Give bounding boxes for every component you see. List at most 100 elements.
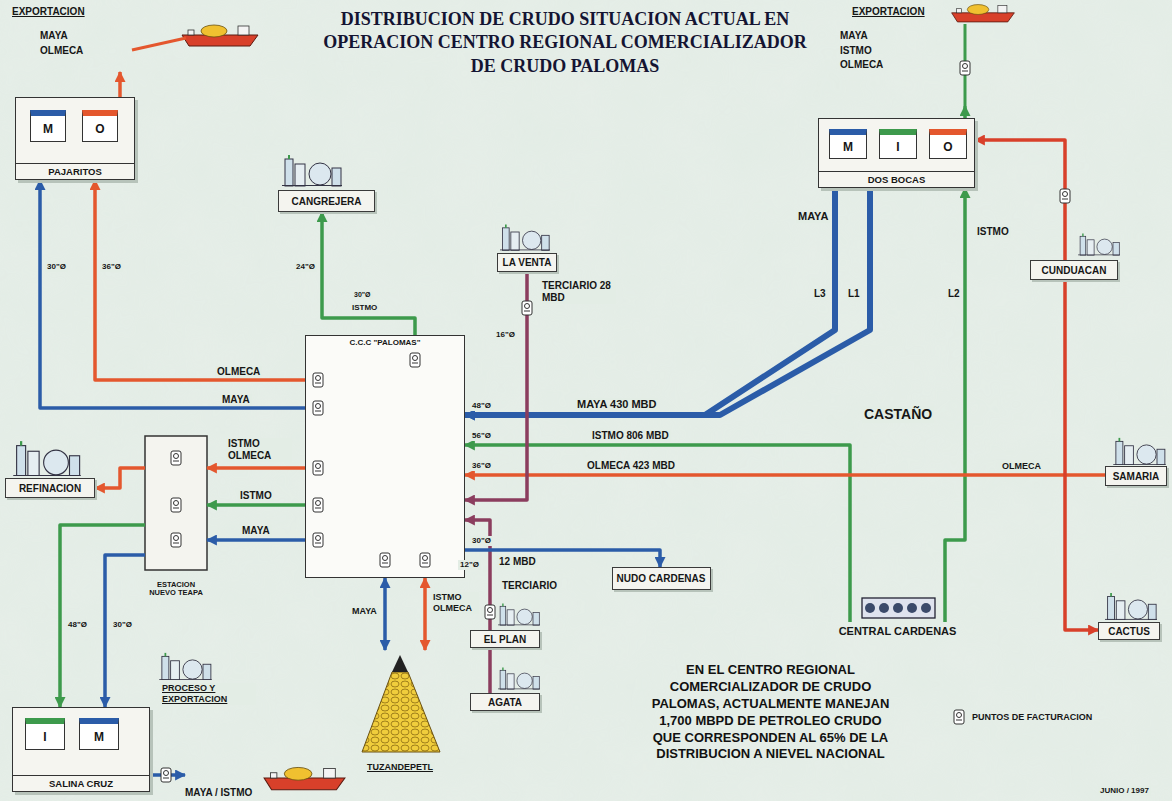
- billing-meter: [954, 710, 964, 724]
- refinery-icon: [159, 653, 212, 680]
- terminal-box: DOS BOCAS M IO: [818, 118, 975, 188]
- annotation-label: 30"Ø: [45, 262, 68, 272]
- node-text: EXPORTACION: [812, 6, 972, 17]
- billing-meter: [313, 533, 323, 547]
- ship-icon: [264, 767, 345, 789]
- refinery-icon: [1113, 438, 1166, 465]
- refinery-icon: [282, 155, 342, 186]
- facility-box: LA VENTA: [497, 253, 557, 272]
- annotation-label: 56"Ø: [470, 431, 493, 441]
- node-text: I: [43, 730, 46, 744]
- billing-meter: [161, 768, 171, 782]
- node-text: MAYA ISTMO OLMECA: [840, 29, 892, 73]
- annotation-label: 16"Ø: [494, 330, 517, 340]
- node-text: M: [43, 122, 53, 136]
- node-text: EXPORTACION: [12, 6, 132, 17]
- pipeline-connector: [465, 445, 850, 622]
- legend-text: PUNTOS DE FACTURACION: [972, 712, 1092, 722]
- node-text: M: [843, 140, 853, 154]
- pipeline-connector: [60, 525, 145, 707]
- storage-tank: I: [879, 129, 917, 159]
- facility-box: CENTRAL CARDENAS: [830, 622, 965, 640]
- node-text: DOS BOCAS: [819, 171, 974, 187]
- billing-meter: [171, 498, 181, 512]
- flow-label: MAYA: [350, 606, 379, 617]
- flow-label: ISTMO: [238, 490, 274, 502]
- annotation-label: TERCIARIO: [500, 580, 559, 592]
- billing-meter: [313, 461, 323, 475]
- flow-label: OLMECA 423 MBD: [585, 460, 677, 472]
- pipeline-connector: [322, 212, 415, 335]
- node-text: CACTUS: [1108, 626, 1150, 637]
- storage-tank: I: [25, 718, 65, 750]
- annotation-label: 36"Ø: [100, 262, 123, 272]
- pipeline-connector: [1065, 280, 1098, 630]
- pipeline-connector: [95, 468, 145, 488]
- legend-meter-sample: [952, 708, 966, 726]
- pipeline-connector: [105, 555, 145, 707]
- facility-box: ESTACION NUEVO TEAPA: [145, 436, 207, 598]
- facility-box: NUDO CARDENAS: [612, 567, 711, 590]
- node-text: ESTACION NUEVO TEAPA: [145, 581, 207, 598]
- decoration: [862, 598, 935, 618]
- flow-label: TERCIARIO 28 MBD: [540, 280, 616, 304]
- decoration: [865, 603, 875, 613]
- terminal-box: PAJARITOSMO: [15, 97, 135, 180]
- flow-label: ISTMO 806 MBD: [590, 430, 671, 442]
- ship-icon: [952, 5, 1015, 22]
- node-text: MAYA OLMECA: [40, 29, 92, 58]
- pipeline-connector: [383, 578, 387, 650]
- refinery-icon: [500, 225, 550, 251]
- annotation-label: 24"Ø: [294, 262, 317, 272]
- billing-meter: [313, 373, 323, 387]
- ship-icon: [182, 25, 258, 46]
- node-text: SAMARIA: [1113, 471, 1160, 482]
- billing-meter: [485, 605, 495, 619]
- facility-box: MAYA / ISTMO: [185, 758, 265, 798]
- storage-tank: M: [829, 129, 867, 159]
- node-text: O: [95, 122, 104, 136]
- billing-meter: [313, 498, 323, 512]
- tuzandepetl-dome: [362, 655, 440, 752]
- pipeline-connector: [465, 272, 527, 500]
- annotation-label: PROCESO Y EXPORTACION: [160, 683, 256, 705]
- flow-label: ISTMO OLMECA: [226, 438, 292, 462]
- facility-box: SAMARIA: [1105, 466, 1167, 486]
- pipeline-connector: [207, 466, 305, 470]
- pipeline-connector: [40, 180, 305, 408]
- pipeline-connector: [975, 140, 1065, 260]
- pipeline-connector: [207, 503, 305, 507]
- legend-row: PUNTOS DE FACTURACION: [952, 708, 1092, 726]
- node-text: LA VENTA: [503, 257, 552, 268]
- diagram-title: DISTRIBUCION DE CRUDO SITUACION ACTUAL E…: [320, 8, 810, 78]
- annotation-label: MAYA: [796, 210, 830, 223]
- decoration: [362, 672, 440, 752]
- facility-box: CUNDUACAN: [1030, 260, 1118, 280]
- billing-meter: [960, 61, 970, 75]
- annotation-label: 48"Ø: [470, 401, 493, 411]
- pipeline-connector: [207, 538, 305, 542]
- storage-tank: M: [30, 110, 66, 142]
- decoration: [879, 603, 889, 613]
- teapa-station-box: [145, 436, 207, 570]
- pipeline-connector: [465, 550, 660, 567]
- pipeline-connector: [423, 578, 427, 650]
- node-text: M: [94, 730, 104, 744]
- pipeline-connector: [488, 648, 492, 693]
- billing-meter: [420, 553, 430, 567]
- storage-tank: O: [82, 110, 118, 142]
- facility-box: EXPORTACION MAYA OLMECA: [12, 6, 132, 72]
- node-text: REFINACION: [19, 483, 81, 494]
- decoration: [907, 603, 917, 613]
- flow-label: MAYA: [240, 525, 272, 537]
- facility-box: AGATA: [470, 693, 540, 711]
- billing-meter: [522, 301, 532, 315]
- flow-label: ISTMO: [350, 303, 379, 313]
- node-text: EL PLAN: [484, 634, 527, 645]
- caption-note: EN EL CENTRO REGIONAL COMERCIALIZADOR DE…: [648, 662, 893, 763]
- flow-label: L3: [812, 288, 828, 300]
- storage-tank: O: [929, 129, 967, 159]
- facility-box: TUZANDEPETL: [355, 650, 445, 772]
